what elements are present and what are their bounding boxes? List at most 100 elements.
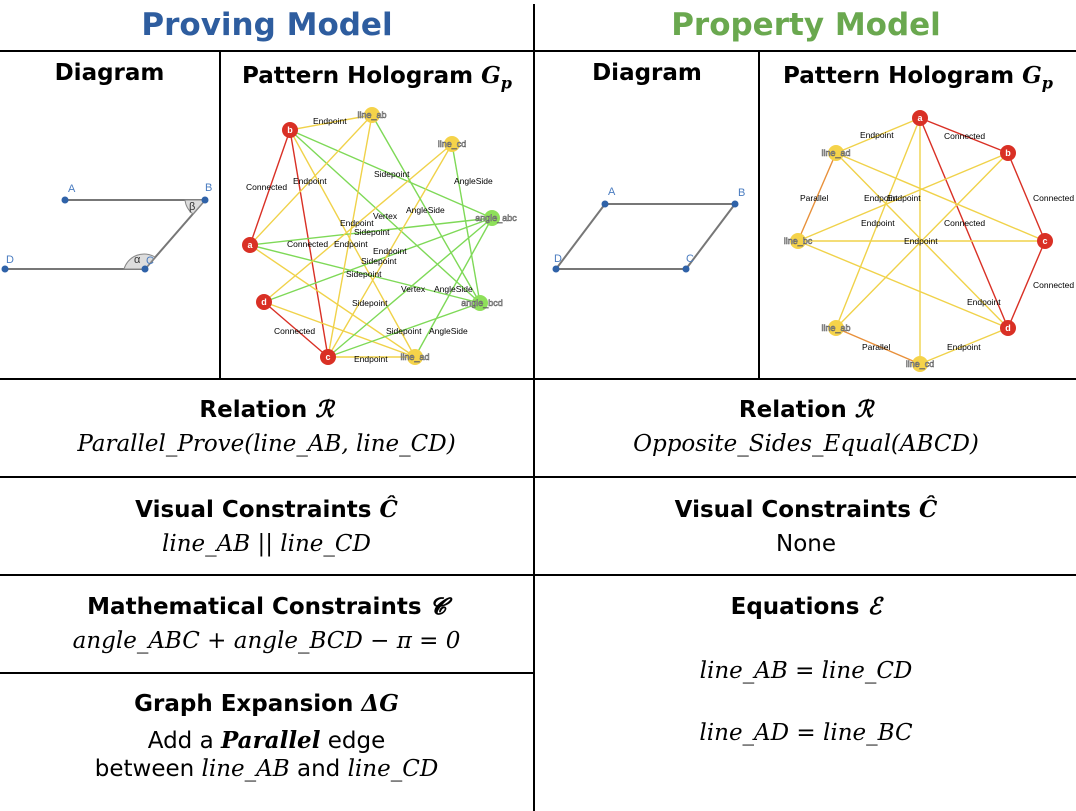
node-line-ad <box>407 349 423 365</box>
node-b <box>1000 145 1016 161</box>
label-c: C <box>146 255 154 267</box>
edge <box>327 143 453 358</box>
proving-hologram-header: Pattern Hologram Gp <box>221 62 533 93</box>
hologram-header-text: Pattern Hologram <box>783 63 1015 89</box>
label-alpha: α <box>134 254 141 266</box>
edge-label: Vertex <box>401 284 426 294</box>
edge <box>835 152 1009 329</box>
label-beta: β <box>189 201 195 213</box>
label-b: B <box>205 182 212 194</box>
hologram-symbol: G <box>1022 62 1042 89</box>
edge <box>249 217 493 246</box>
proving-math-constraints: Mathematical Constraints 𝓒 angle_ABC + a… <box>0 593 533 654</box>
equation-1: line_AB = line_CD <box>699 658 913 684</box>
edge <box>289 129 493 219</box>
edge-label: Parallel <box>800 193 828 203</box>
edge-label: Connected <box>246 182 287 192</box>
node-label: angle_bcd <box>461 298 503 308</box>
node-d <box>1000 320 1016 336</box>
proving-diagram: A B C D α β <box>1 182 212 273</box>
proving-visual-constraints: Visual Constraints Ĉ line_AB || line_CD <box>0 496 533 557</box>
edge <box>249 244 416 358</box>
edge-label: Endpoint <box>967 297 1001 307</box>
node-label: line_ad <box>821 148 850 158</box>
edge-label: Connected <box>274 326 315 336</box>
property-model-title: Property Model <box>671 7 941 43</box>
edge <box>289 129 329 358</box>
edge <box>263 217 493 303</box>
hologram-header-text: Pattern Hologram <box>242 63 474 89</box>
node-label: a <box>247 240 253 250</box>
node-line-ab <box>364 107 380 123</box>
node-d <box>256 294 272 310</box>
edge-label: Connected <box>1033 193 1074 203</box>
point-b <box>731 200 739 208</box>
edge <box>1007 240 1046 329</box>
label-c: C <box>686 253 694 265</box>
visual-expression: line_AB || line_CD <box>162 531 371 557</box>
graph-symbol: ΔG <box>361 690 399 717</box>
point-b <box>201 196 209 204</box>
node-label: d <box>261 297 267 307</box>
edge <box>919 117 1009 154</box>
label-d: D <box>554 253 562 265</box>
hologram-subscript: p <box>1041 73 1053 93</box>
edge <box>263 301 416 358</box>
edge-label: AngleSide <box>454 176 493 186</box>
proving-diagram-header: Diagram <box>54 60 165 86</box>
node-label: c <box>1042 236 1047 246</box>
visual-symbol: Ĉ <box>379 496 398 523</box>
edge <box>835 117 921 154</box>
center-divider <box>533 4 535 811</box>
edge <box>249 244 481 304</box>
edge-label: Sidepoint <box>361 256 397 266</box>
edge-label: Sidepoint <box>374 169 410 179</box>
graph-label: Graph Expansion <box>134 691 354 717</box>
edge-label: Endpoint <box>904 236 938 246</box>
edge <box>263 143 453 303</box>
edge-label: AngleSide <box>429 326 468 336</box>
graph-text: and <box>296 756 341 782</box>
node-line-bc <box>790 233 806 249</box>
edge-label: Sidepoint <box>346 269 382 279</box>
edge-label: AngleSide <box>434 284 473 294</box>
angle-beta-arc <box>184 199 207 215</box>
edge-label: Endpoint <box>334 239 368 249</box>
point-a <box>61 196 69 204</box>
graph-text: edge <box>327 728 386 754</box>
node-label: line_ad <box>400 352 429 362</box>
edge-label: Endpoint <box>313 116 347 126</box>
math-symbol: 𝓒 <box>429 593 446 620</box>
parallelogram-abcd <box>553 203 738 270</box>
label-d: D <box>6 254 14 266</box>
edge-label: Parallel <box>862 342 890 352</box>
edge-label: Sidepoint <box>352 298 388 308</box>
node-c <box>1037 233 1053 249</box>
edge-label: Endpoint <box>887 193 921 203</box>
edge <box>919 327 1009 365</box>
edge-label: Connected <box>287 239 328 249</box>
edge <box>835 117 921 329</box>
node-angle-abc <box>484 210 500 226</box>
node-a <box>912 110 928 126</box>
visual-label: Visual Constraints <box>674 497 911 523</box>
edge-label: Connected <box>944 131 985 141</box>
property-hologram-header: Pattern Hologram Gp <box>760 62 1076 93</box>
edge-label: AngleSide <box>406 205 445 215</box>
node-line-ad <box>828 145 844 161</box>
label-a: A <box>68 183 76 195</box>
proving-relation: Relation ℛ Parallel_Prove(line_AB, line_… <box>0 396 533 457</box>
graph-bold-term: Parallel <box>220 727 321 754</box>
label-b: B <box>738 187 745 199</box>
relation-label: Relation <box>199 397 308 423</box>
edge-label: Sidepoint <box>386 326 422 336</box>
edge-label: Endpoint <box>864 193 898 203</box>
edge <box>919 117 1009 329</box>
point-d <box>552 265 560 273</box>
visual-label: Visual Constraints <box>135 497 372 523</box>
node-label: line_bc <box>784 236 813 246</box>
node-line-ab <box>828 320 844 336</box>
visual-symbol: Ĉ <box>919 496 938 523</box>
angle-alpha-arc <box>123 253 156 270</box>
divider-images <box>0 378 1076 380</box>
